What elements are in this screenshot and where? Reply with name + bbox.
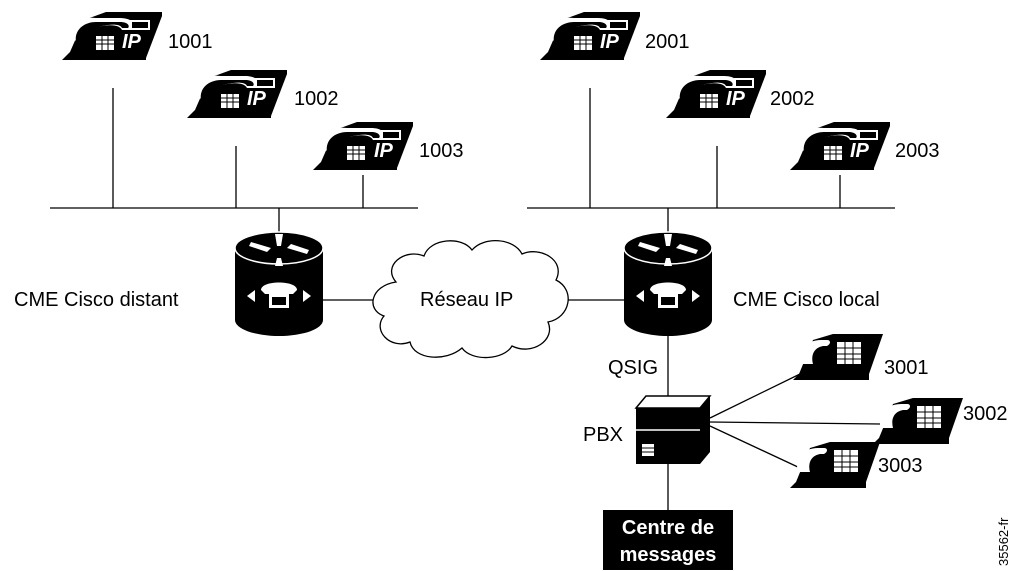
pbx-icon <box>634 395 712 409</box>
ip-phone-2003: IP 2003 <box>789 121 940 171</box>
ip-phone-icon <box>789 121 891 171</box>
ip-badge: IP <box>122 31 142 53</box>
phone-number-label: 1003 <box>419 140 464 162</box>
analog-phone-3001: 3001 <box>792 333 929 381</box>
pbx-label: PBX <box>583 424 623 446</box>
voicemail-background <box>603 510 733 570</box>
analog-phone-icon <box>789 441 881 489</box>
local-router-label: CME Cisco local <box>733 289 880 311</box>
pbx-to-3002-link <box>709 421 881 425</box>
voicemail-label-line2: messages <box>620 544 717 566</box>
phone-number-label: 2002 <box>770 88 815 110</box>
ip-badge: IP <box>374 140 394 162</box>
ip-phone-2002: IP 2002 <box>665 69 815 119</box>
ip-badge: IP <box>247 88 267 110</box>
ip-badge: IP <box>600 31 620 53</box>
remote-lan <box>50 88 418 248</box>
figure-id: 35562-fr <box>996 517 1011 566</box>
cloud-label: Réseau IP <box>420 289 513 311</box>
remote-router-label: CME Cisco distant <box>14 289 179 311</box>
voicemail-label-line1: Centre de <box>622 517 714 539</box>
ip-phone-1003: IP 1003 <box>312 121 464 171</box>
phone-number-label: 3001 <box>884 357 929 379</box>
pbx-switch <box>634 395 712 464</box>
ip-phone-icon <box>312 121 414 171</box>
ip-phone-icon <box>61 11 163 61</box>
analog-phone-3002: 3002 <box>872 397 1008 445</box>
ip-badge: IP <box>850 140 870 162</box>
phone-number-label: 2003 <box>895 140 940 162</box>
local-cme-router <box>623 231 713 337</box>
pbx-to-3001-link <box>709 373 801 419</box>
ip-badge: IP <box>726 88 746 110</box>
ip-phone-icon <box>186 69 288 119</box>
ip-network-cloud <box>372 239 569 359</box>
phone-number-label: 2001 <box>645 31 690 53</box>
analog-phone-icon <box>792 333 884 381</box>
ip-phone-icon <box>539 11 641 61</box>
remote-cme-router <box>234 231 324 337</box>
phone-number-label: 1001 <box>168 31 213 53</box>
qsig-label: QSIG <box>608 357 658 379</box>
cloud-icon <box>372 239 569 359</box>
ip-phone-1002: IP 1002 <box>186 69 339 119</box>
router-icon <box>234 231 324 337</box>
analog-phone-icon <box>872 397 964 445</box>
analog-phone-3003: 3003 <box>789 441 923 489</box>
ip-phone-icon <box>665 69 767 119</box>
phone-number-label: 3002 <box>963 403 1008 425</box>
router-icon <box>623 231 713 337</box>
pbx-to-3003-link <box>709 425 801 469</box>
phone-number-label: 1002 <box>294 88 339 110</box>
ip-phone-1001: IP 1001 <box>61 11 213 61</box>
ip-phone-2001: IP 2001 <box>539 11 690 61</box>
phone-number-label: 3003 <box>878 455 923 477</box>
voicemail-box: Centre de messages <box>603 510 733 570</box>
